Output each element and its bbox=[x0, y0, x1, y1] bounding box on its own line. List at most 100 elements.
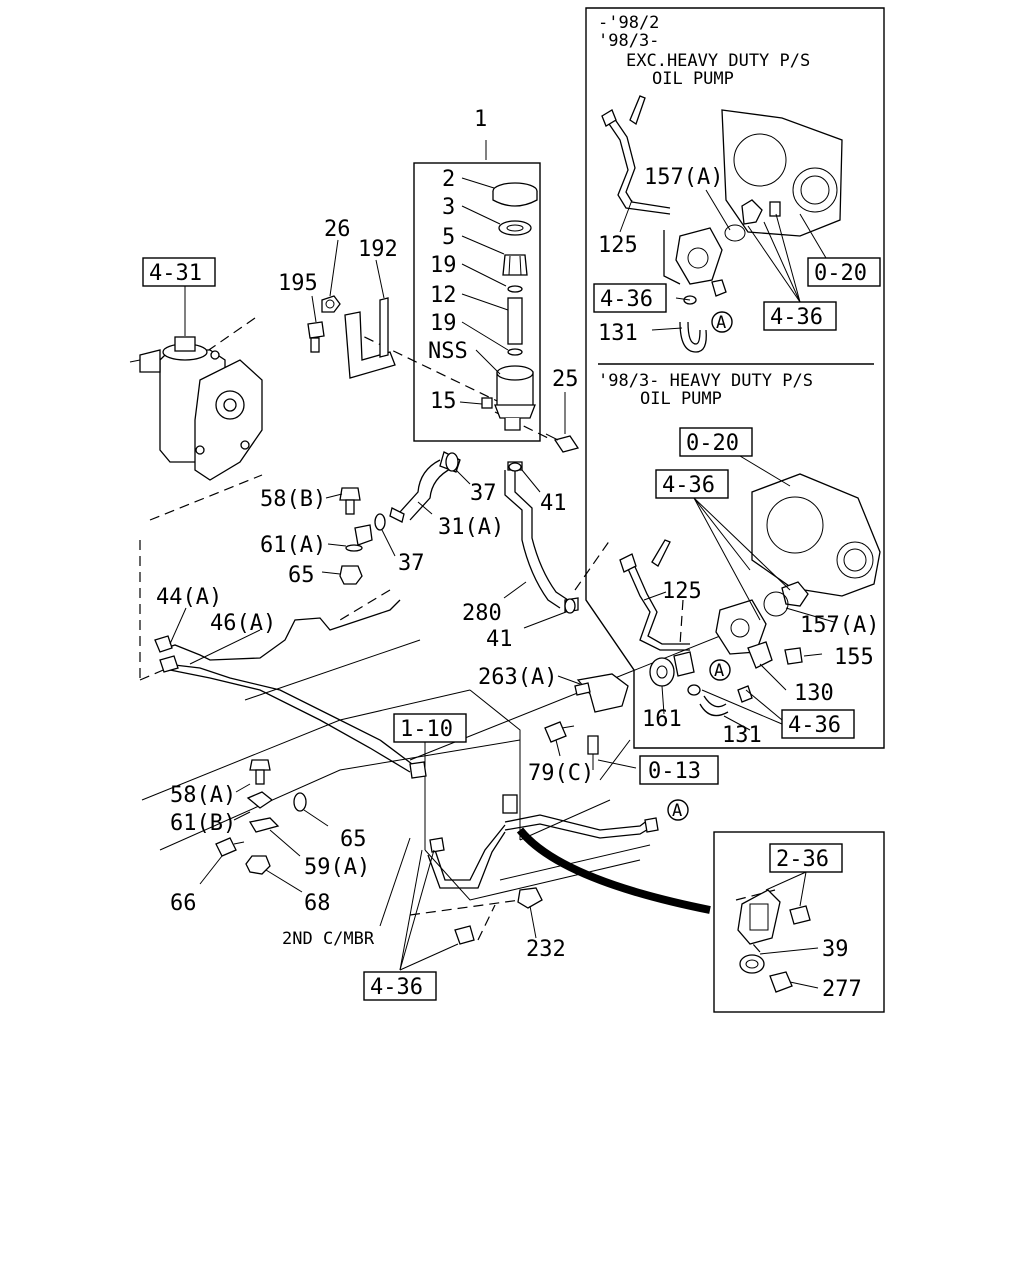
svg-text:4-36: 4-36 bbox=[600, 287, 653, 312]
note-top-line2: '98/3- bbox=[598, 31, 659, 51]
reservoir-cap bbox=[492, 182, 538, 207]
label-131-top: 131 bbox=[598, 321, 638, 346]
label-161: 161 bbox=[642, 707, 682, 732]
label-37-lower: 37 bbox=[398, 551, 425, 576]
label-2: 2 bbox=[442, 167, 455, 192]
label-125-top: 125 bbox=[598, 233, 638, 258]
label-61a: 61(A) bbox=[260, 533, 326, 558]
clip-19-upper bbox=[507, 285, 523, 293]
nut-65-upper bbox=[339, 565, 363, 585]
svg-text:0-13: 0-13 bbox=[648, 759, 701, 784]
svg-text:4-31: 4-31 bbox=[149, 261, 202, 286]
label-280: 280 bbox=[462, 601, 502, 626]
clamp-59a bbox=[248, 817, 280, 833]
svg-text:1-10: 1-10 bbox=[400, 717, 453, 742]
inset-frame-bottom bbox=[713, 831, 885, 1013]
ref-4-36-mid: 4-36 bbox=[655, 469, 729, 499]
svg-text:4-36: 4-36 bbox=[788, 713, 841, 738]
nut-65-lower bbox=[293, 792, 307, 812]
svg-text:4-36: 4-36 bbox=[370, 975, 423, 1000]
note-mid-line2: OIL PUMP bbox=[640, 389, 722, 409]
svg-text:A: A bbox=[672, 801, 682, 821]
svg-text:A: A bbox=[714, 661, 724, 681]
clip-61b bbox=[246, 791, 274, 809]
label-65-upper: 65 bbox=[288, 563, 315, 588]
label-192: 192 bbox=[358, 237, 398, 262]
bolt-232 bbox=[517, 887, 543, 909]
reservoir-tube bbox=[507, 297, 523, 345]
label-15: 15 bbox=[430, 389, 457, 414]
bolt-79c bbox=[544, 721, 575, 743]
label-130: 130 bbox=[794, 681, 834, 706]
svg-text:0-20: 0-20 bbox=[814, 261, 867, 286]
ref-4-36-low: 4-36 bbox=[781, 709, 855, 739]
label-157a-top: 157(A) bbox=[644, 165, 723, 190]
reservoir-kit-box bbox=[413, 162, 541, 442]
clamp-37-lower bbox=[374, 513, 386, 531]
ref-0-13: 0-13 bbox=[639, 755, 719, 785]
label-26: 26 bbox=[324, 217, 351, 242]
ref-1-10: 1-10 bbox=[393, 713, 467, 743]
inset-frame-right bbox=[585, 7, 885, 749]
reservoir-body bbox=[494, 365, 536, 431]
label-1: 1 bbox=[474, 107, 487, 132]
label-12: 12 bbox=[430, 283, 457, 308]
label-66: 66 bbox=[170, 891, 197, 916]
svg-text:4-36: 4-36 bbox=[770, 305, 823, 330]
pipe-125-top bbox=[601, 95, 681, 285]
label-131-mid: 131 bbox=[722, 723, 762, 748]
label-19-upper: 19 bbox=[430, 253, 457, 278]
bracket-263a bbox=[574, 673, 629, 713]
label-37-upper: 37 bbox=[470, 481, 497, 506]
label-5: 5 bbox=[442, 225, 455, 250]
nut-26 bbox=[321, 295, 341, 313]
reservoir-seal bbox=[498, 220, 532, 236]
steering-gear bbox=[129, 336, 263, 481]
note-top-line3: EXC.HEAVY DUTY P/S bbox=[626, 51, 810, 71]
clamp-39 bbox=[739, 954, 765, 974]
note-mid-line1: '98/3- HEAVY DUTY P/S bbox=[598, 371, 813, 391]
ref-0-20-mid: 0-20 bbox=[679, 427, 753, 457]
connector-a-top: A bbox=[711, 311, 733, 333]
label-65-lower: 65 bbox=[340, 827, 367, 852]
bolt-25 bbox=[545, 433, 580, 453]
ref-4-31: 4-31 bbox=[142, 257, 216, 287]
label-nss: NSS bbox=[428, 339, 468, 364]
pressure-pipe-44a bbox=[154, 599, 427, 779]
label-41-upper: 41 bbox=[540, 491, 567, 516]
bolt-66 bbox=[215, 837, 245, 857]
label-277: 277 bbox=[822, 977, 862, 1002]
clamp-41-lower bbox=[564, 598, 576, 614]
label-79c: 79(C) bbox=[528, 761, 594, 786]
gasket-bracket-2-36 bbox=[737, 889, 811, 945]
svg-text:2-36: 2-36 bbox=[776, 847, 829, 872]
ref-0-20-top: 0-20 bbox=[807, 257, 881, 287]
fitting-161 bbox=[649, 651, 695, 687]
bracket-clip-15 bbox=[481, 397, 493, 409]
bolt-277 bbox=[769, 971, 793, 993]
label-31a: 31(A) bbox=[438, 515, 504, 540]
pipe-125-mid bbox=[619, 539, 690, 651]
label-195: 195 bbox=[278, 271, 318, 296]
bracket-192 bbox=[344, 297, 396, 379]
label-232: 232 bbox=[526, 937, 566, 962]
label-125-mid: 125 bbox=[662, 579, 702, 604]
note-member: 2ND C/MBR bbox=[282, 929, 375, 949]
svg-text:4-36: 4-36 bbox=[662, 473, 715, 498]
label-263a: 263(A) bbox=[478, 665, 557, 690]
bolt-58a bbox=[249, 759, 271, 785]
clamp-41-upper bbox=[508, 462, 522, 472]
bolt-0-13 bbox=[587, 735, 599, 770]
label-68: 68 bbox=[304, 891, 331, 916]
label-19-lower: 19 bbox=[430, 311, 457, 336]
label-58b: 58(B) bbox=[260, 487, 326, 512]
label-155: 155 bbox=[834, 645, 874, 670]
clamp-37-upper bbox=[445, 452, 459, 472]
washer-61a bbox=[345, 524, 373, 552]
heavy-leader bbox=[516, 827, 711, 914]
label-61b: 61(B) bbox=[170, 811, 236, 836]
ref-4-36-top-left: 4-36 bbox=[593, 283, 667, 313]
svg-text:A: A bbox=[716, 313, 726, 333]
ref-4-36-bottom: 4-36 bbox=[363, 971, 437, 1001]
